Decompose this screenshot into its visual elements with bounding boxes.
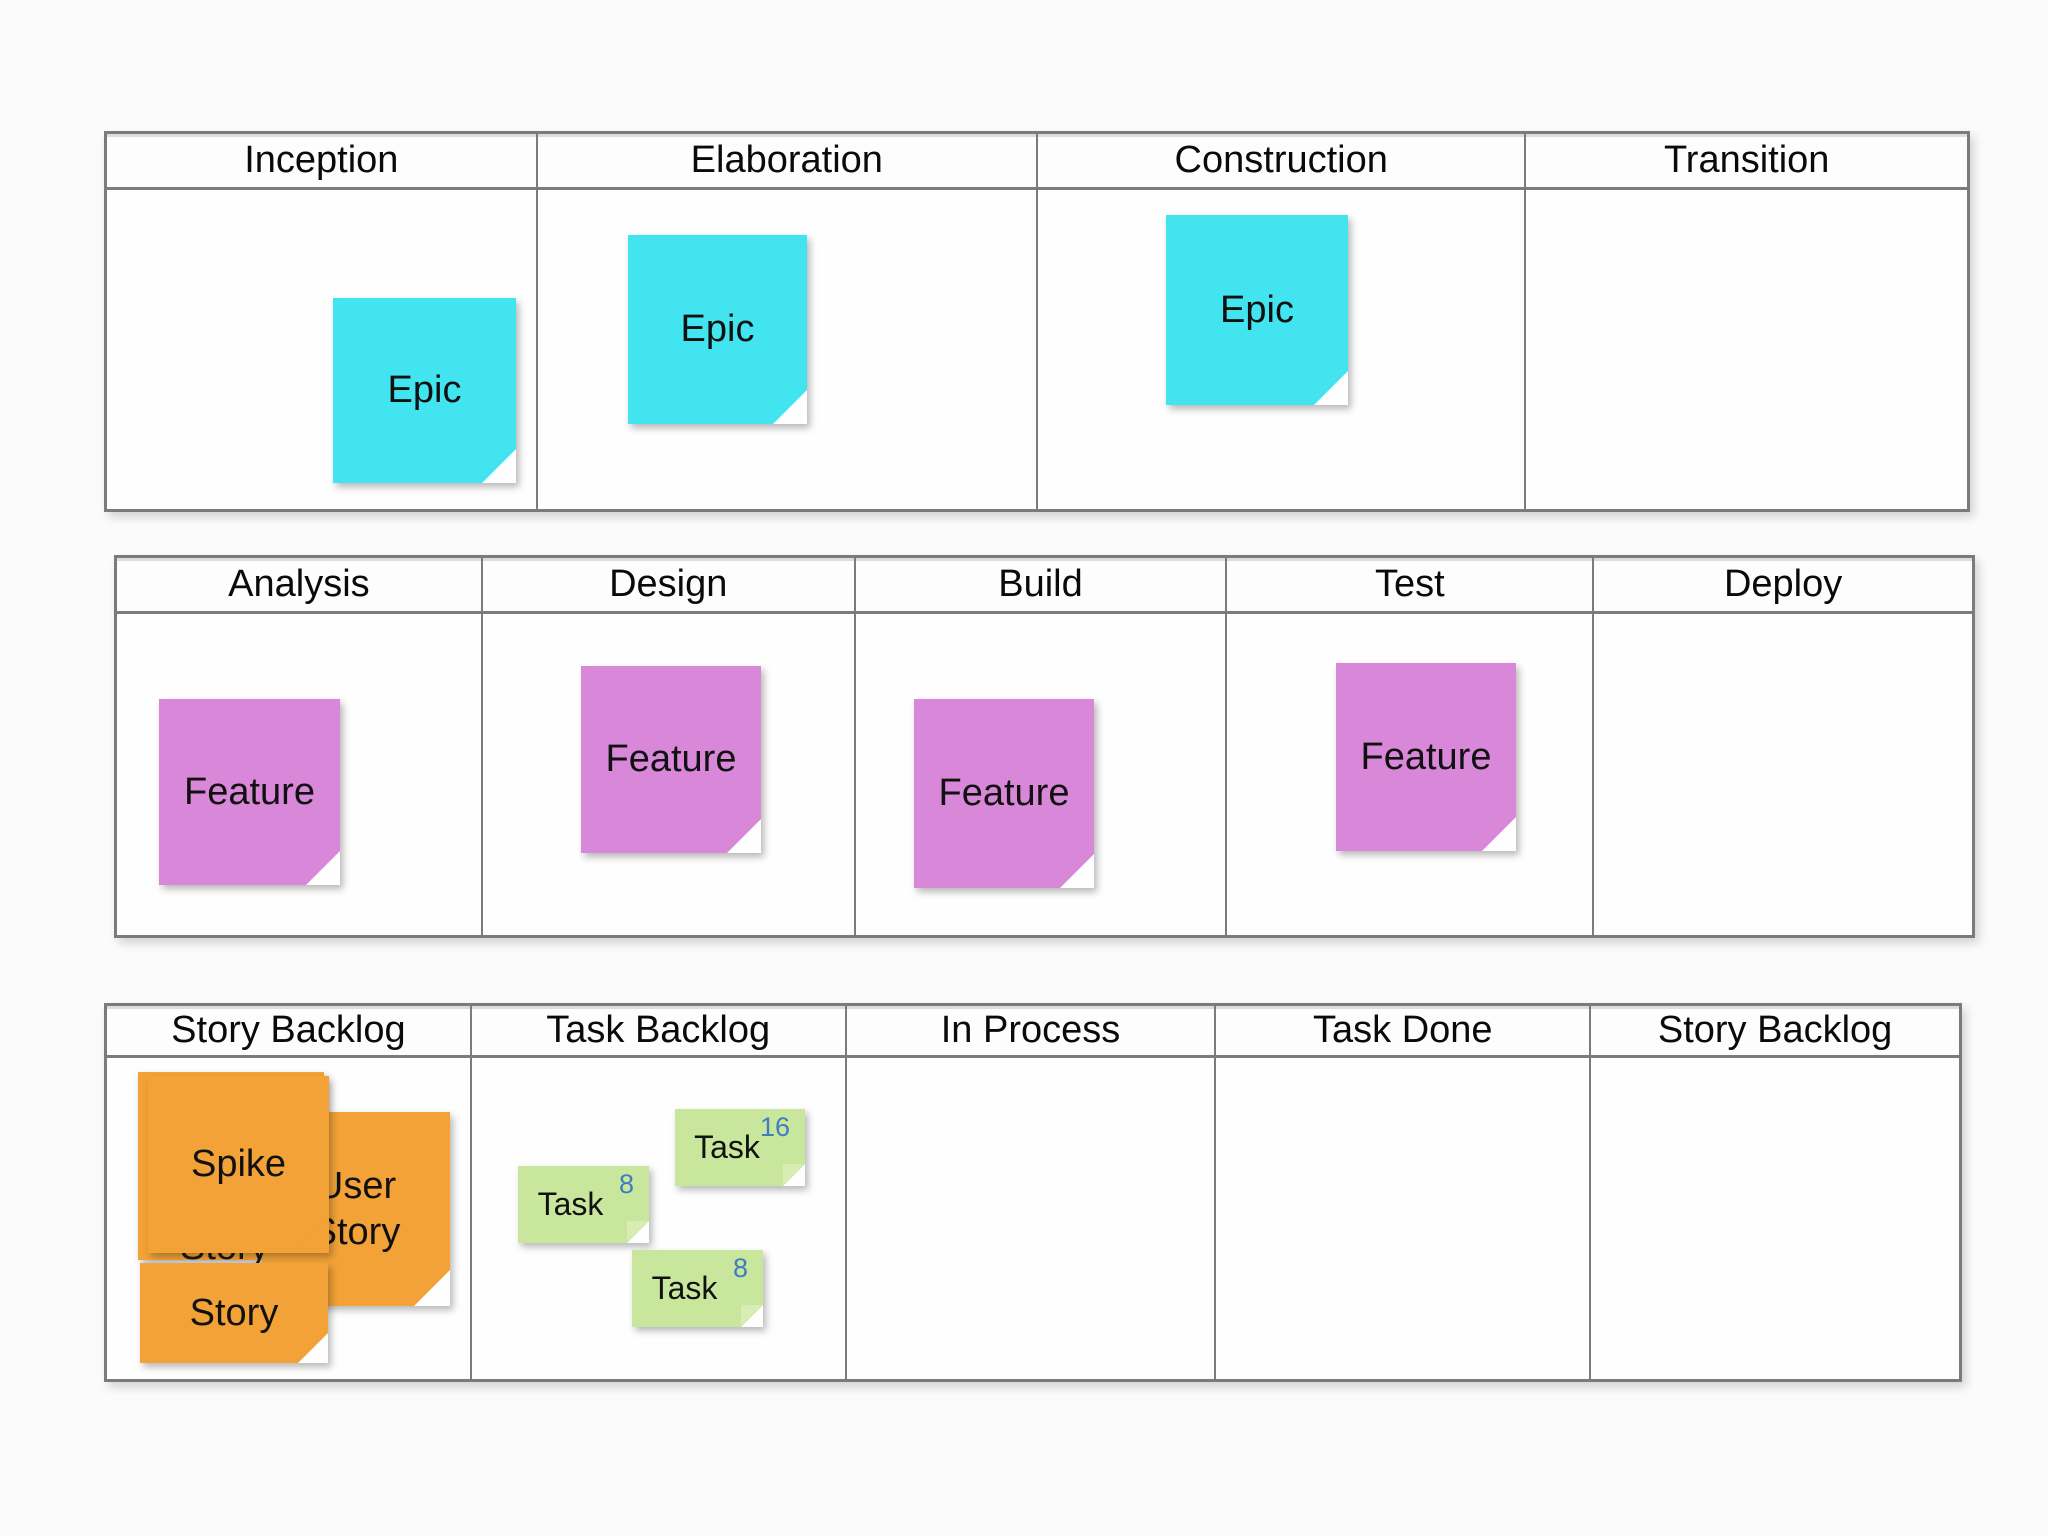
column-header-label: Design: [609, 563, 728, 605]
column-task-done: Task Done: [1216, 1006, 1592, 1379]
column-header-label: Story Backlog: [1657, 1009, 1893, 1051]
sticky-note-epic-elaboration[interactable]: Epic: [628, 235, 807, 424]
column-header-label: Analysis: [228, 563, 370, 605]
column-header-label: Transition: [1663, 139, 1830, 181]
column-header-task-backlog: Task Backlog: [471, 1006, 845, 1058]
note-label: Epic: [387, 369, 462, 412]
sticky-note-feature-design[interactable]: Feature: [581, 666, 761, 853]
column-body-story-backlog[interactable]: [1591, 1058, 1959, 1379]
column-header-label: Test: [1374, 563, 1445, 605]
note-label: Epic: [680, 308, 755, 351]
note-label: Feature: [605, 738, 737, 781]
column-header-elaboration: Elaboration: [537, 134, 1036, 190]
sticky-note-epic-inception[interactable]: Epic: [333, 298, 516, 483]
column-header-label: In Process: [940, 1009, 1121, 1051]
column-story-backlog: Story Backlog: [1591, 1006, 1959, 1379]
column-header-build: Build: [855, 558, 1226, 614]
note-label: Task: [651, 1269, 718, 1306]
column-header-label: Inception: [244, 139, 399, 181]
column-body-transition[interactable]: [1526, 190, 1967, 509]
column-header-label: Task Done: [1313, 1009, 1493, 1051]
column-header-label: Deploy: [1723, 563, 1843, 605]
column-construction: Construction: [1038, 134, 1527, 509]
sticky-note-spike[interactable]: Spike: [148, 1076, 329, 1253]
note-points-badge: 8: [618, 1169, 634, 1199]
column-header-label: Task Backlog: [546, 1009, 771, 1051]
column-in-process: In Process: [846, 1006, 1217, 1379]
column-body-deploy[interactable]: [1594, 614, 1972, 935]
note-label: Epic: [1220, 288, 1294, 331]
sticky-note-feature-test[interactable]: Feature: [1336, 663, 1516, 851]
column-header-analysis: Analysis: [117, 558, 481, 614]
column-header-construction: Construction: [1038, 134, 1525, 190]
column-header-deploy: Deploy: [1594, 558, 1972, 614]
note-label: Task: [537, 1185, 604, 1222]
note-label: Story: [189, 1291, 279, 1334]
note-points-badge: 16: [759, 1112, 790, 1142]
note-label: Feature: [184, 770, 315, 813]
column-header-transition: Transition: [1526, 134, 1967, 190]
column-header-inception: Inception: [107, 134, 536, 190]
note-label: Task: [694, 1128, 760, 1165]
note-label: Feature: [938, 772, 1070, 815]
column-body-task-done[interactable]: [1216, 1058, 1590, 1379]
column-transition: Transition: [1526, 134, 1967, 509]
note-points-badge: 8: [732, 1253, 748, 1283]
sticky-note-story[interactable]: Story: [140, 1263, 328, 1363]
sticky-note-feature-analysis[interactable]: Feature: [159, 699, 340, 885]
sticky-note-task-3[interactable]: Task 8: [632, 1250, 763, 1327]
column-header-story-backlog: Story Backlog: [1591, 1006, 1959, 1058]
column-header-label: Build: [998, 563, 1083, 605]
column-header-label: Story Backlog: [171, 1009, 406, 1051]
column-header-design: Design: [482, 558, 854, 614]
column-body-in-process[interactable]: [846, 1058, 1215, 1379]
note-label: Feature: [1360, 735, 1492, 778]
column-header-in-process: In Process: [846, 1006, 1215, 1058]
column-header-label: Construction: [1174, 139, 1388, 181]
column-header-story-backlog: Story Backlog: [107, 1006, 470, 1058]
column-header-test: Test: [1227, 558, 1593, 614]
sticky-note-feature-build[interactable]: Feature: [914, 699, 1094, 888]
sticky-note-task-1[interactable]: Task 8: [518, 1166, 649, 1243]
column-header-label: Elaboration: [690, 139, 883, 181]
sticky-note-epic-construction[interactable]: Epic: [1166, 215, 1348, 405]
note-label: Spike: [190, 1143, 287, 1186]
column-deploy: Deploy: [1594, 558, 1972, 935]
column-header-task-done: Task Done: [1216, 1006, 1590, 1058]
